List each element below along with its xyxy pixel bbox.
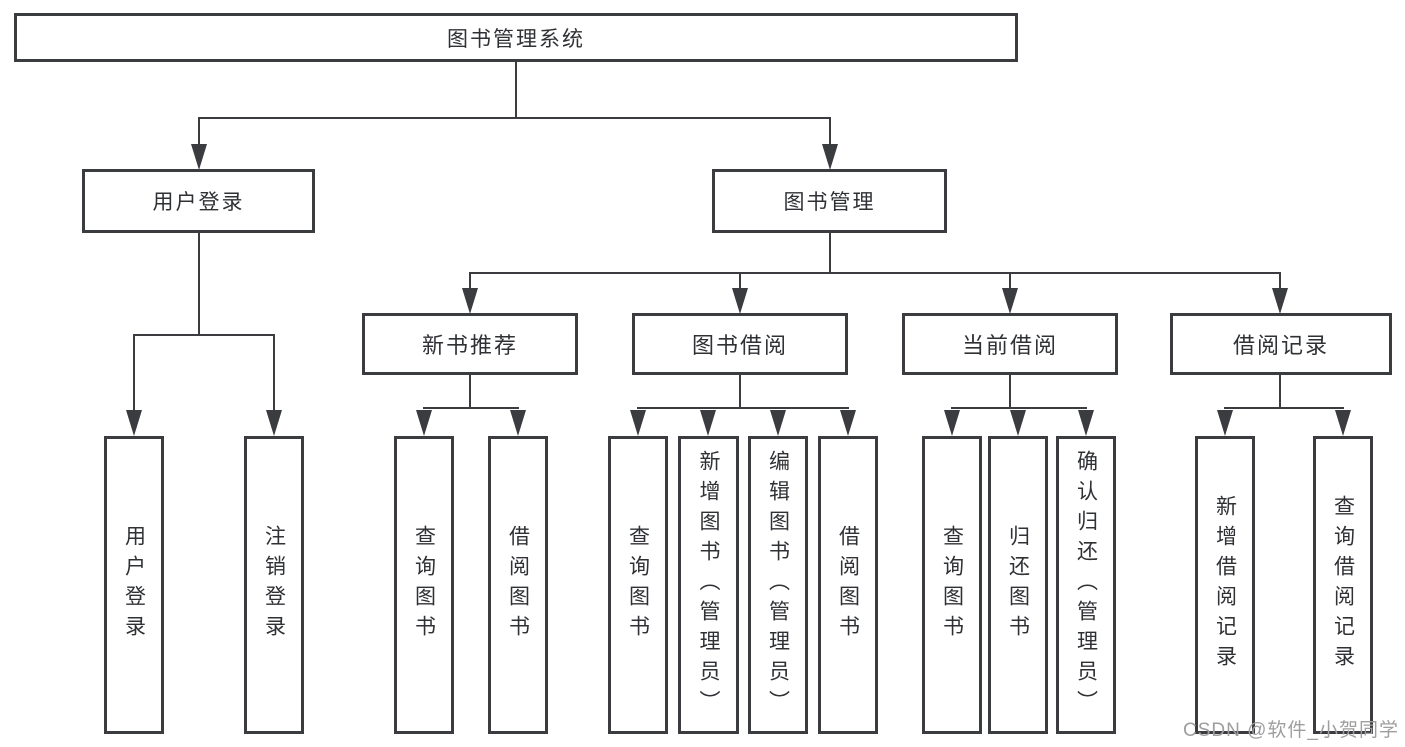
watermark: CSDN @软件_小贺同学 bbox=[1183, 720, 1399, 741]
connector-drop-book-manage bbox=[829, 117, 831, 147]
leaf-edit-book-admin: 编辑图书（管理员） bbox=[748, 436, 808, 734]
connector-book-borrow-stub bbox=[739, 373, 741, 409]
arrowhead-user-login bbox=[191, 144, 207, 170]
leaf-add-borrow-record: 新增借阅记录 bbox=[1195, 436, 1255, 734]
connector-drop-logout-leaf bbox=[273, 334, 275, 414]
leaf-return-book: 归还图书 bbox=[988, 436, 1048, 734]
connector-drop-borrow-record bbox=[1279, 272, 1281, 292]
arrowhead-query-book-3 bbox=[944, 410, 960, 436]
arrowhead-query-record bbox=[1335, 410, 1351, 436]
connector-drop-login-leaf bbox=[133, 334, 135, 414]
connector-level1-rail bbox=[198, 117, 831, 119]
leaf-query-book-borrow: 查询图书 bbox=[608, 436, 668, 734]
connector-root-stub bbox=[515, 60, 517, 119]
arrowhead-borrow-book-2 bbox=[840, 410, 856, 436]
arrowhead-current-borrow bbox=[1002, 288, 1018, 314]
leaf-query-borrow-record: 查询借阅记录 bbox=[1313, 436, 1373, 734]
node-book-manage: 图书管理 bbox=[712, 169, 947, 233]
connector-book-borrow-rail bbox=[637, 407, 849, 409]
leaf-confirm-return-admin: 确认归还（管理员） bbox=[1056, 436, 1116, 734]
connector-drop-current-borrow bbox=[1009, 272, 1011, 292]
arrowhead-logout-leaf bbox=[266, 410, 282, 436]
arrowhead-edit-book bbox=[770, 410, 786, 436]
leaf-borrow-book: 借阅图书 bbox=[818, 436, 878, 734]
leaf-add-book-admin: 新增图书（管理员） bbox=[678, 436, 739, 734]
connector-book-manage-stub bbox=[829, 230, 831, 274]
leaf-borrow-book-recommend: 借阅图书 bbox=[488, 436, 548, 734]
connector-drop-book-borrow bbox=[739, 272, 741, 292]
leaf-logout: 注销登录 bbox=[244, 436, 304, 734]
arrowhead-confirm-return bbox=[1078, 410, 1094, 436]
node-borrow-record: 借阅记录 bbox=[1170, 313, 1392, 375]
arrowhead-borrow-record bbox=[1272, 288, 1288, 314]
connector-new-book-rail bbox=[423, 407, 519, 409]
connector-drop-user-login bbox=[198, 117, 200, 147]
connector-current-borrow-rail bbox=[951, 407, 1087, 409]
node-book-borrow: 图书借阅 bbox=[632, 313, 848, 375]
node-new-book-recommend: 新书推荐 bbox=[362, 313, 578, 375]
arrowhead-login-leaf bbox=[126, 410, 142, 436]
leaf-query-book-current: 查询图书 bbox=[922, 436, 982, 734]
connector-drop-new-book bbox=[469, 272, 471, 292]
arrowhead-book-borrow bbox=[732, 288, 748, 314]
arrowhead-book-manage bbox=[822, 144, 838, 170]
connector-user-login-stub bbox=[198, 230, 200, 336]
node-current-borrow: 当前借阅 bbox=[902, 313, 1118, 375]
connector-user-login-rail bbox=[133, 334, 275, 336]
connector-borrow-record-stub bbox=[1279, 373, 1281, 409]
arrowhead-borrow-book-1 bbox=[510, 410, 526, 436]
arrowhead-query-book-2 bbox=[630, 410, 646, 436]
leaf-user-login: 用户登录 bbox=[104, 436, 164, 734]
connector-level2-rail bbox=[469, 272, 1281, 274]
leaf-query-book-recommend: 查询图书 bbox=[394, 436, 454, 734]
arrowhead-return-book bbox=[1010, 410, 1026, 436]
connector-borrow-record-rail bbox=[1224, 407, 1344, 409]
node-library-management-system: 图书管理系统 bbox=[14, 13, 1018, 62]
arrowhead-add-book bbox=[700, 410, 716, 436]
node-user-login: 用户登录 bbox=[82, 169, 315, 233]
arrowhead-query-book-1 bbox=[416, 410, 432, 436]
arrowhead-add-record bbox=[1217, 410, 1233, 436]
connector-current-borrow-stub bbox=[1009, 373, 1011, 409]
connector-new-book-stub bbox=[469, 373, 471, 409]
arrowhead-new-book bbox=[462, 288, 478, 314]
